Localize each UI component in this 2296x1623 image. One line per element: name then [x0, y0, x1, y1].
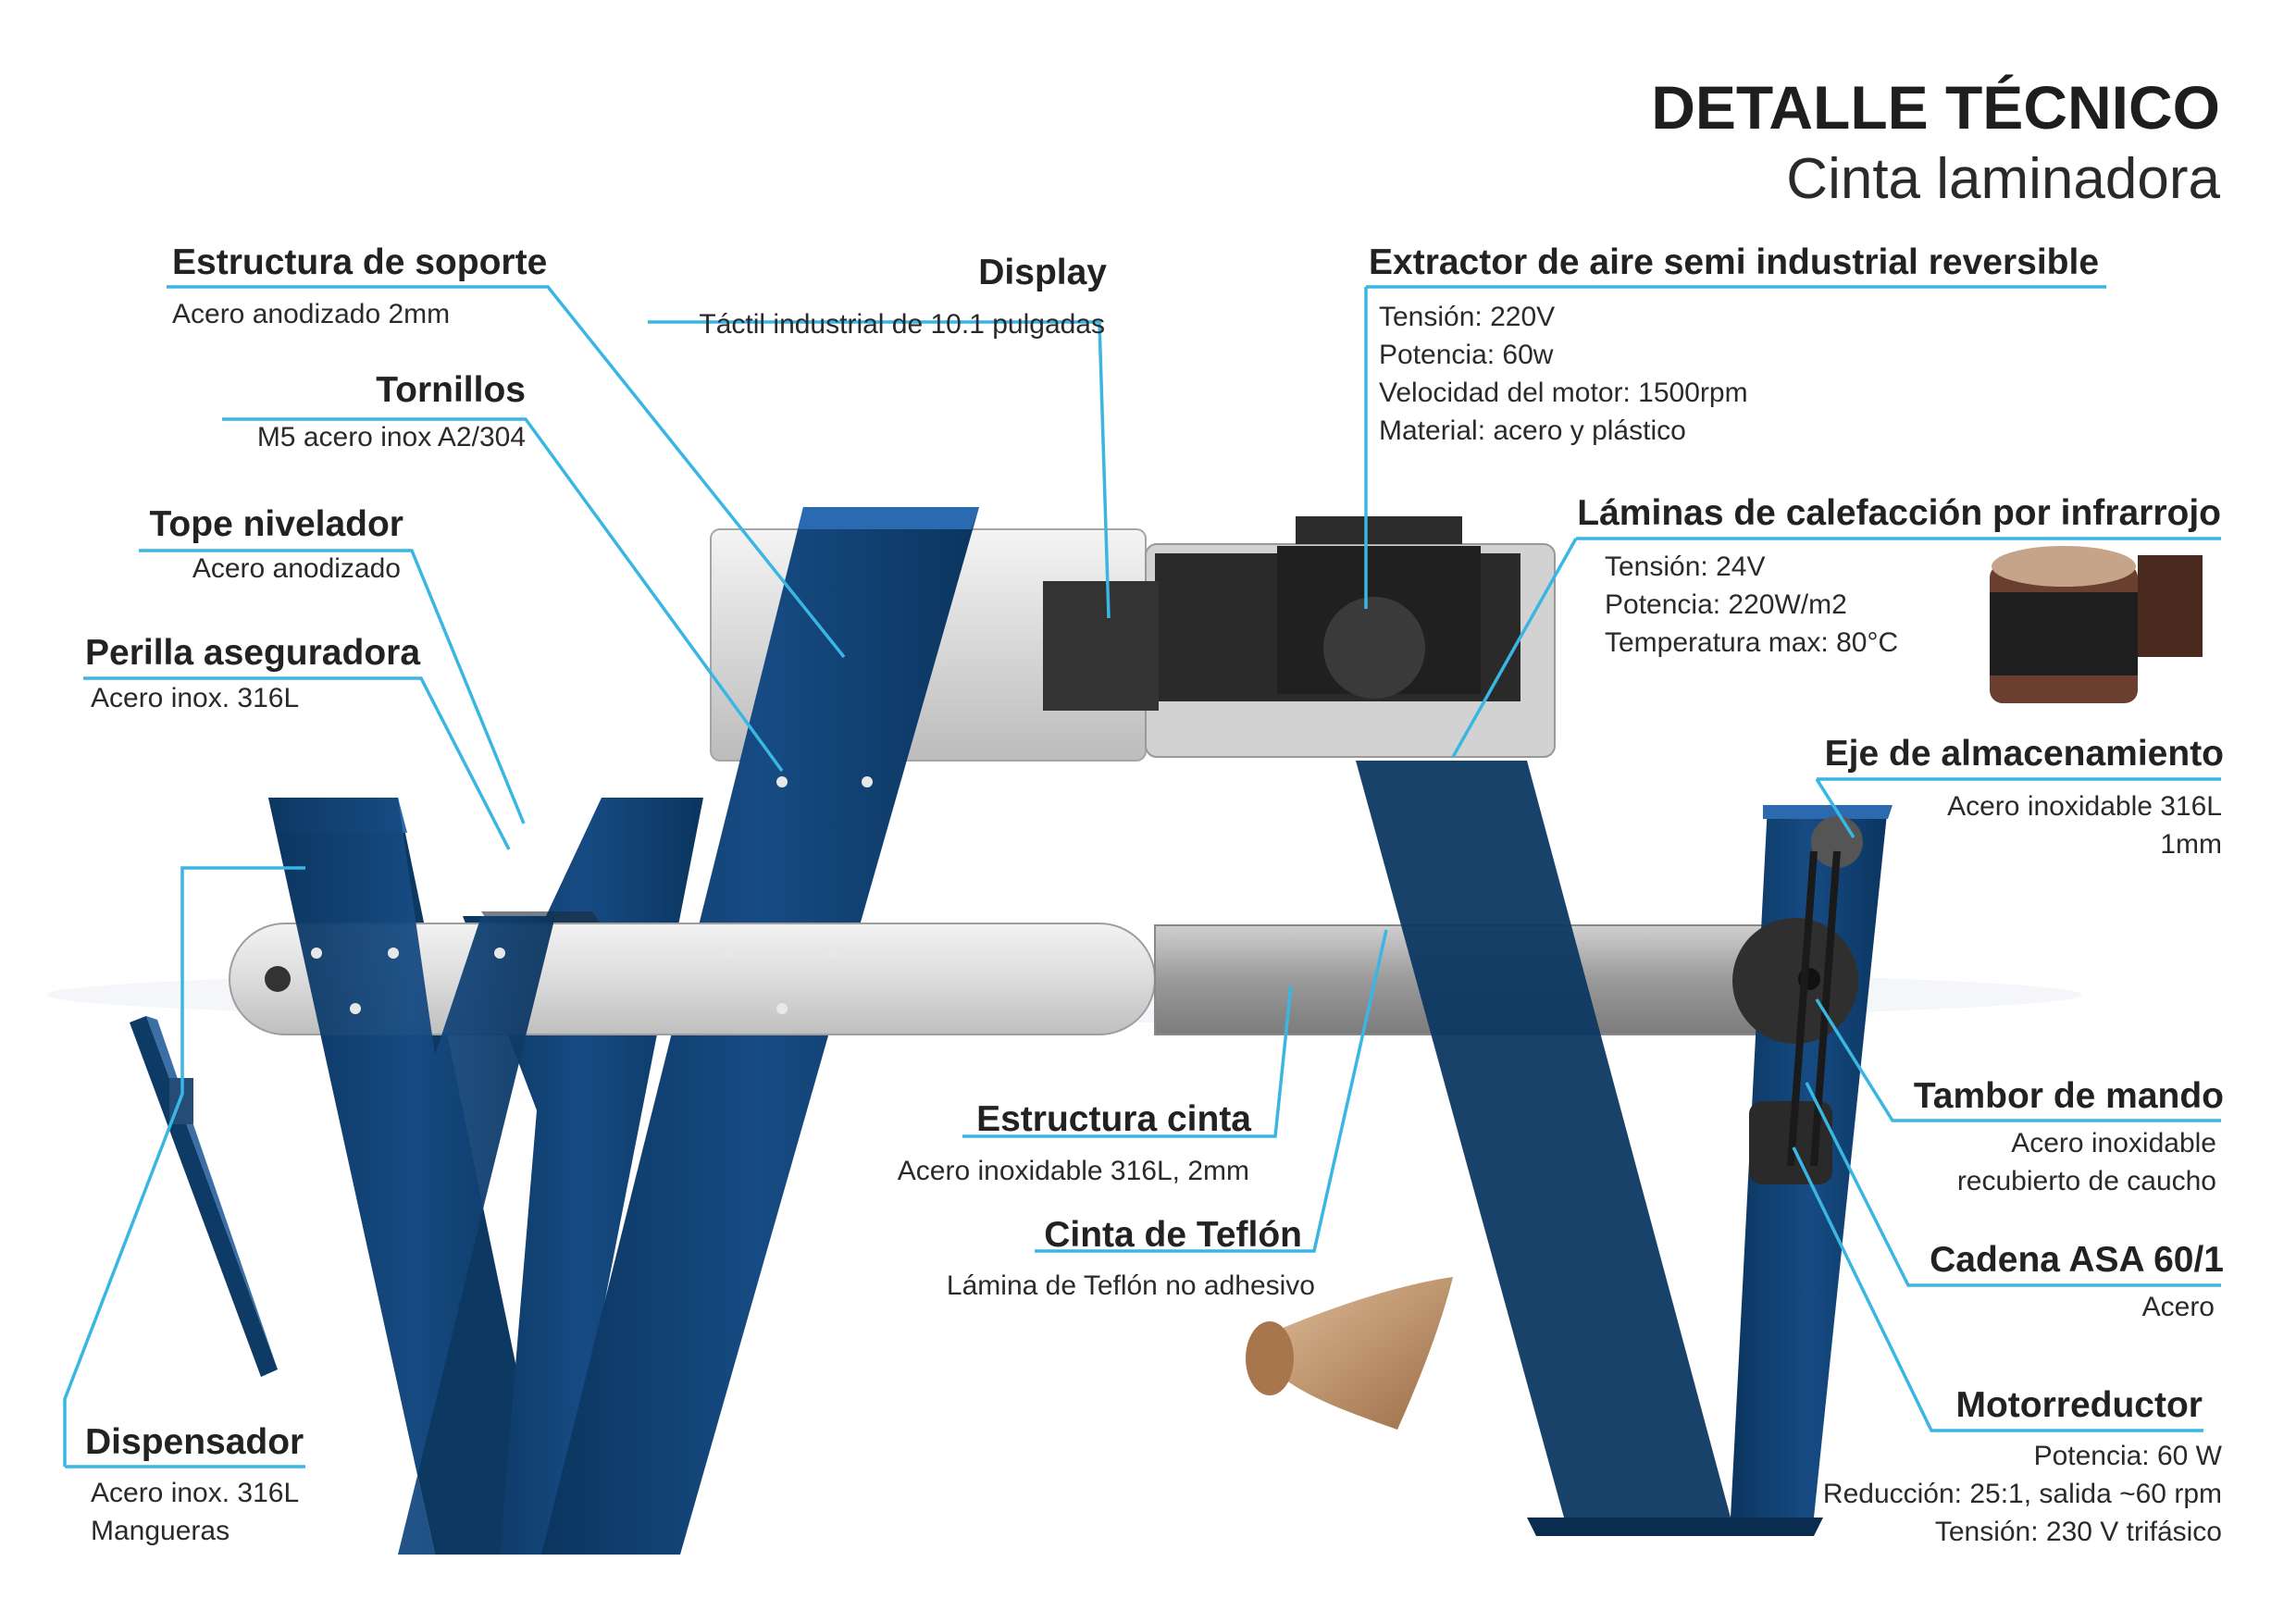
label-perilla-desc: Acero inox. 316L	[91, 679, 299, 717]
drive-assembly	[1732, 816, 1863, 1184]
callout-leaders	[63, 285, 2221, 1468]
desc-line: 1mm	[2160, 829, 2222, 860]
desc-line: Táctil industrial de 10.1 pulgadas	[699, 309, 1105, 340]
desc-line: Reducción: 25:1, salida ~60 rpm	[1822, 1479, 2222, 1509]
label-eje-title: Eje de almacenamiento	[1824, 734, 2224, 774]
desc-line: Potencia: 60 W	[2033, 1441, 2222, 1471]
desc-line: Potencia: 220W/m2	[1605, 589, 1847, 620]
label-estructura-cinta-title: Estructura cinta	[976, 1099, 1251, 1139]
label-tope-nivelador-desc: Acero anodizado	[192, 550, 401, 588]
page-subtitle: Cinta laminadora	[1786, 147, 2220, 211]
dispenser	[130, 1016, 278, 1377]
label-display-desc: Táctil industrial de 10.1 pulgadas	[699, 305, 1105, 343]
label-eje-desc: Acero inoxidable 316L 1mm	[1947, 787, 2222, 863]
label-cadena-desc: Acero	[2142, 1288, 2215, 1326]
label-extractor-desc: Tensión: 220V Potencia: 60w Velocidad de…	[1379, 298, 1748, 450]
label-tornillos-title: Tornillos	[376, 370, 526, 410]
heating-film-photo	[1990, 546, 2203, 703]
label-cinta-teflon-title: Cinta de Teflón	[1044, 1215, 1302, 1255]
desc-line: recubierto de caucho	[1956, 1166, 2216, 1196]
label-dispensador-desc: Acero inox. 316L Mangueras	[91, 1474, 299, 1550]
desc-line: Potencia: 60w	[1379, 340, 1554, 370]
label-cinta-teflon-desc: Lámina de Teflón no adhesivo	[947, 1267, 1315, 1305]
label-perilla-title: Perilla aseguradora	[85, 633, 421, 673]
label-extractor-title: Extractor de aire semi industrial revers…	[1369, 242, 2100, 282]
label-tambor-title: Tambor de mando	[1913, 1076, 2224, 1116]
bolts	[311, 776, 873, 1014]
label-tope-nivelador-title: Tope nivelador	[149, 504, 404, 544]
desc-line: Temperatura max: 80°C	[1605, 627, 1899, 658]
desc-line: Acero inoxidable 316L, 2mm	[897, 1156, 1249, 1186]
desc-line: M5 acero inox A2/304	[256, 422, 526, 452]
desc-line: Acero inox. 316L	[91, 1478, 300, 1508]
label-cadena-title: Cadena ASA 60/1	[1930, 1240, 2224, 1280]
desc-line: Acero inoxidable 316L	[1947, 791, 2222, 822]
label-laminas-title: Láminas de calefacción por infrarrojo	[1577, 493, 2221, 533]
desc-line: Material: acero y plástico	[1379, 415, 1686, 446]
desc-line: Tensión: 230 V trifásico	[1934, 1517, 2222, 1547]
leveling-frame	[268, 798, 555, 1555]
desc-line: Velocidad del motor: 1500rpm	[1379, 378, 1748, 408]
label-motorreductor-desc: Potencia: 60 W Reducción: 25:1, salida ~…	[1823, 1437, 2222, 1551]
label-estructura-cinta-desc: Acero inoxidable 316L, 2mm	[898, 1152, 1249, 1190]
desc-line: Acero anodizado	[192, 553, 401, 584]
desc-line: Mangueras	[91, 1516, 230, 1546]
label-display-title: Display	[978, 253, 1107, 292]
drive-drum	[1732, 918, 1858, 1044]
page-title: DETALLE TÉCNICO	[1651, 73, 2220, 142]
desc-line: Lámina de Teflón no adhesivo	[946, 1270, 1315, 1301]
label-estructura-soporte-desc: Acero anodizado 2mm	[172, 295, 450, 333]
chain	[1787, 850, 1818, 1167]
desc-line: Tensión: 220V	[1379, 302, 1556, 332]
desc-line: Acero	[2141, 1292, 2215, 1322]
label-tambor-desc: Acero inoxidable recubierto de caucho	[1957, 1124, 2216, 1200]
label-motorreductor-title: Motorreductor	[1955, 1385, 2203, 1425]
desc-line: Tensión: 24V	[1605, 551, 1766, 582]
label-laminas-desc: Tensión: 24V Potencia: 220W/m2 Temperatu…	[1605, 548, 1898, 662]
teflon-sheet-photo	[1246, 1277, 1453, 1430]
label-estructura-soporte-title: Estructura de soporte	[172, 242, 548, 282]
desc-line: Acero inox. 316L	[91, 683, 300, 713]
label-tornillos-desc: M5 acero inox A2/304	[257, 418, 526, 456]
desc-line: Acero anodizado 2mm	[172, 299, 451, 329]
desc-line: Acero inoxidable	[2011, 1128, 2216, 1158]
label-dispensador-title: Dispensador	[85, 1422, 304, 1462]
display-screen	[1043, 581, 1159, 711]
